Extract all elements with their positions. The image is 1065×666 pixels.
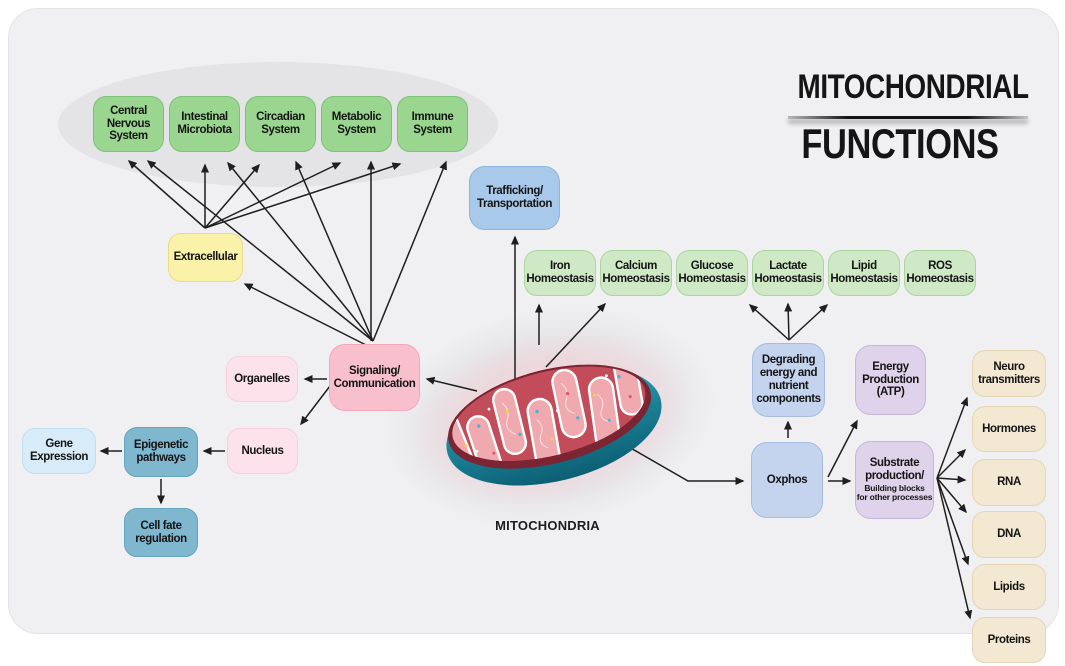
node-circadian-system: Circadian System [245, 96, 316, 152]
node-calcium-homeostasis: Calcium Homeostasis [600, 250, 672, 296]
mitochondria-caption: MITOCHONDRIA [495, 518, 600, 533]
node-cell-fate-regulation: Cell fate regulation [124, 508, 198, 557]
node-central-nervous-system: Central Nervous System [93, 96, 164, 152]
node-rna: RNA [972, 459, 1046, 506]
node-substrate-production: Substrate production/ Building blocks fo… [855, 441, 934, 519]
node-extracellular: Extracellular [168, 233, 243, 282]
node-lipids: Lipids [972, 564, 1046, 610]
node-nucleus: Nucleus [227, 428, 298, 474]
node-dna: DNA [972, 511, 1046, 558]
node-degrading-energy: Degrading energy and nutrient components [752, 343, 825, 417]
node-glucose-homeostasis: Glucose Homeostasis [676, 250, 748, 296]
node-lipid-homeostasis: Lipid Homeostasis [828, 250, 900, 296]
node-epigenetic-pathways: Epigenetic pathways [124, 427, 198, 477]
mitochondria-illustration [442, 351, 662, 486]
substrate-production-sub-label: Building blocks for other processes [856, 482, 933, 503]
node-intestinal-microbiota: Intestinal Microbiota [169, 96, 240, 152]
node-immune-system: Immune System [397, 96, 468, 152]
title-line-2: FUNCTIONS [801, 120, 999, 167]
node-lactate-homeostasis: Lactate Homeostasis [752, 250, 824, 296]
node-neurotransmitters: Neuro transmitters [972, 350, 1046, 397]
node-metabolic-system: Metabolic System [321, 96, 392, 152]
title-divider [788, 116, 1028, 119]
substrate-production-main-label: Substrate production/ [865, 456, 924, 482]
node-ros-homeostasis: ROS Homeostasis [904, 250, 976, 296]
node-hormones: Hormones [972, 406, 1046, 452]
node-gene-expression: Gene Expression [22, 428, 96, 474]
node-oxphos: Oxphos [751, 442, 823, 518]
node-proteins: Proteins [972, 617, 1046, 663]
node-trafficking-transportation: Trafficking/ Transportation [469, 166, 560, 230]
title-line-1: MITOCHONDRIAL [797, 68, 1030, 106]
node-signaling-communication: Signaling/ Communication [329, 344, 420, 411]
node-energy-production-atp: Energy Production (ATP) [855, 345, 926, 415]
node-iron-homeostasis: Iron Homeostasis [524, 250, 596, 296]
node-organelles: Organelles [226, 356, 298, 402]
